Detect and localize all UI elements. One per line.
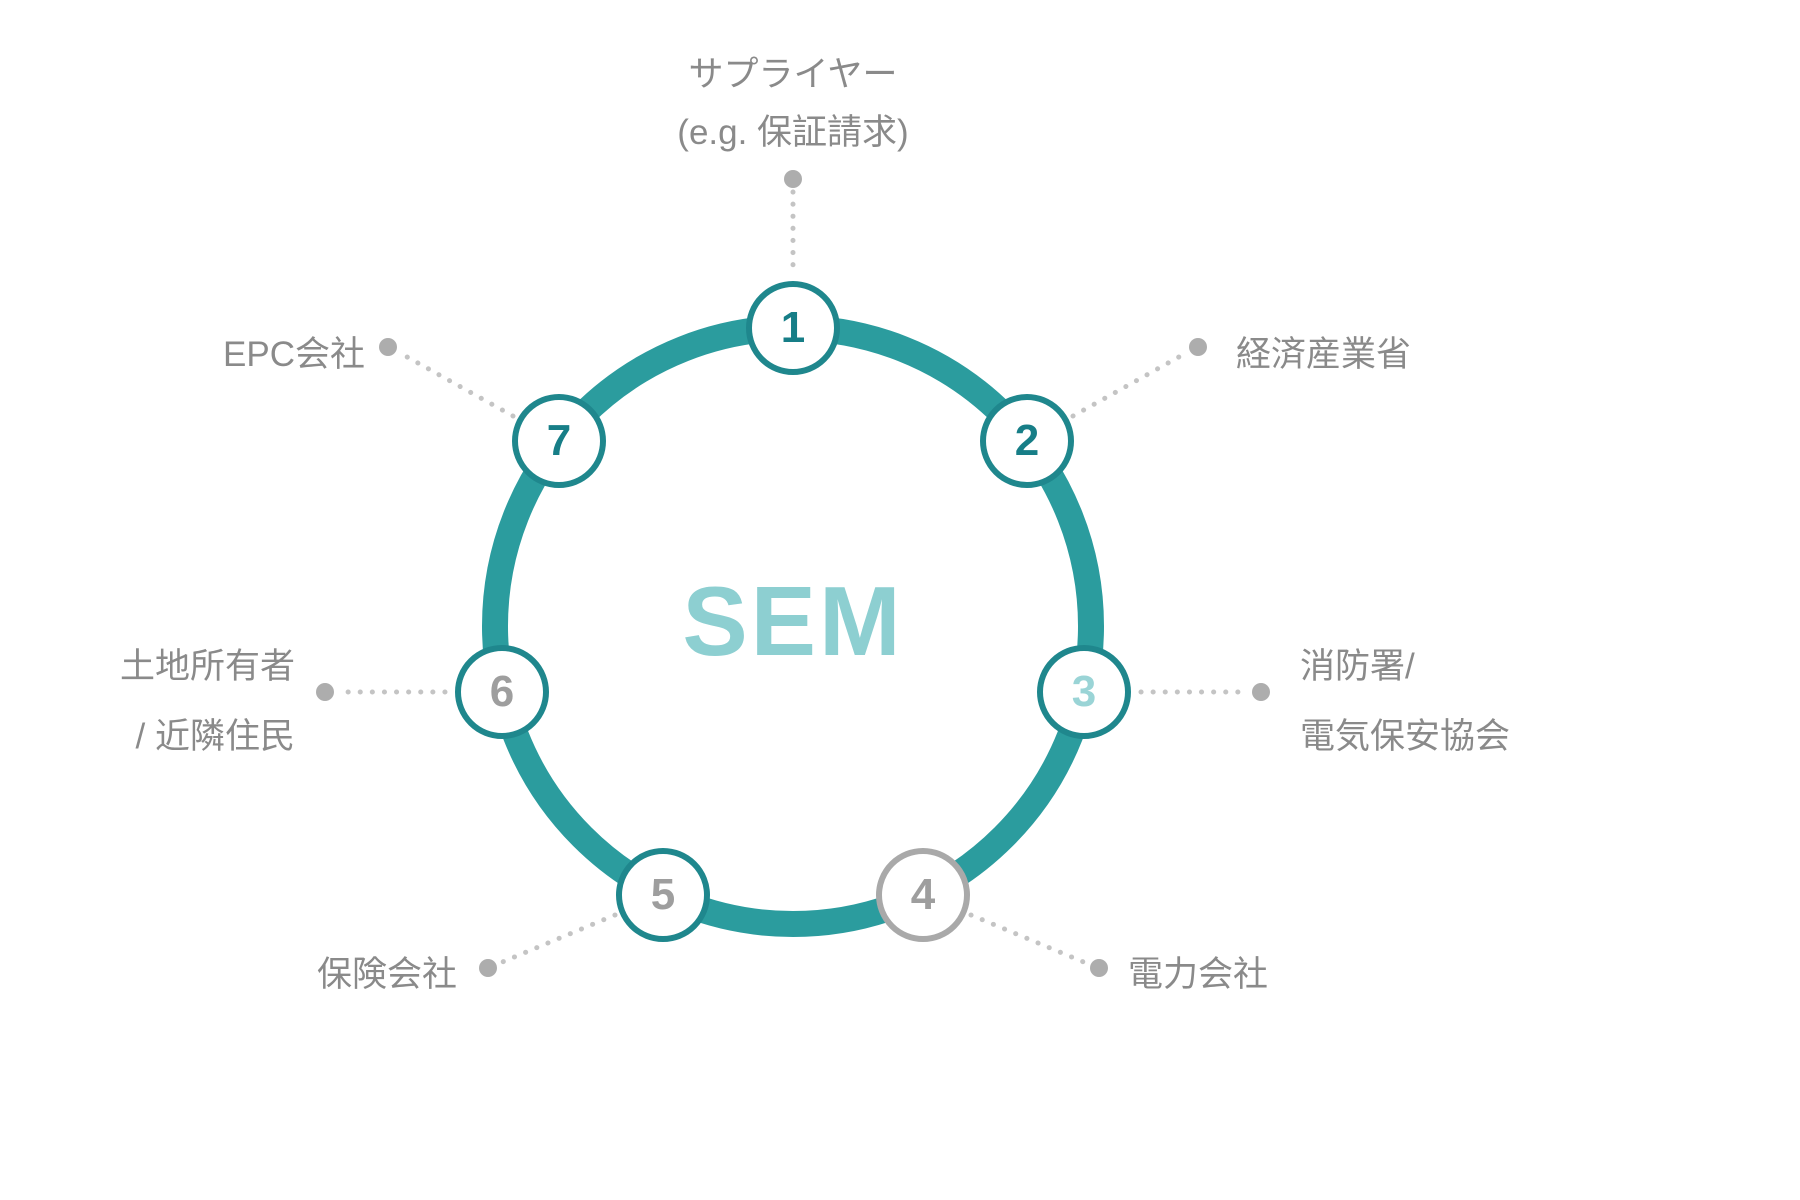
node-1-number: 1: [780, 303, 806, 352]
node-5-number: 5: [650, 870, 676, 919]
center-title: SEM: [682, 565, 904, 676]
label-insurance-company-line1: 保険会社: [316, 955, 457, 994]
node-6: 6: [455, 645, 549, 739]
node-6-number: 6: [489, 667, 515, 716]
node-2: 2: [980, 394, 1074, 488]
label-power-company-line1: 電力会社: [1128, 955, 1269, 994]
node-1: 1: [746, 281, 840, 375]
connector-2: [1070, 350, 1189, 419]
label-landowner-line1: 土地所有者: [119, 647, 295, 686]
endpoint-dot-4: [1090, 959, 1108, 977]
label-meti: 経済産業省: [1236, 326, 1411, 377]
node-5: 5: [616, 848, 710, 942]
endpoint-dot-3: [1252, 683, 1270, 701]
endpoint-dot-5: [479, 959, 497, 977]
connector-4: [968, 912, 1089, 966]
label-meti-line1: 経済産業省: [1236, 335, 1412, 374]
label-supplier-line2: (e.g. 保証請求): [677, 113, 909, 152]
label-supplier: サプライヤー (e.g. 保証請求): [677, 46, 908, 162]
label-landowner-line2: / 近隣住民: [135, 717, 295, 756]
label-fire-dept: 消防署/ 電気保安協会: [1300, 632, 1510, 772]
label-epc-company: EPC会社: [223, 326, 365, 377]
label-epc-company-line1: EPC会社: [223, 335, 365, 374]
node-2-number: 2: [1014, 416, 1040, 465]
node-3-number: 3: [1071, 667, 1097, 716]
node-7: 7: [512, 394, 606, 488]
label-fire-dept-line2: 電気保安協会: [1300, 717, 1511, 756]
endpoint-dot-2: [1189, 338, 1207, 356]
label-fire-dept-line1: 消防署/: [1300, 647, 1415, 686]
connector-7: [397, 350, 516, 419]
node-7-number: 7: [546, 416, 572, 465]
node-3: 3: [1037, 645, 1131, 739]
endpoint-dot-7: [379, 338, 397, 356]
node-4-number: 4: [910, 870, 936, 919]
node-4: 4: [876, 848, 970, 942]
connector-5: [497, 912, 618, 966]
label-power-company: 電力会社: [1128, 946, 1268, 997]
label-supplier-line1: サプライヤー: [688, 55, 898, 94]
endpoint-dot-1: [784, 170, 802, 188]
label-insurance-company: 保険会社: [317, 946, 457, 997]
label-landowner: 土地所有者 / 近隣住民: [120, 632, 295, 772]
endpoint-dot-6: [316, 683, 334, 701]
